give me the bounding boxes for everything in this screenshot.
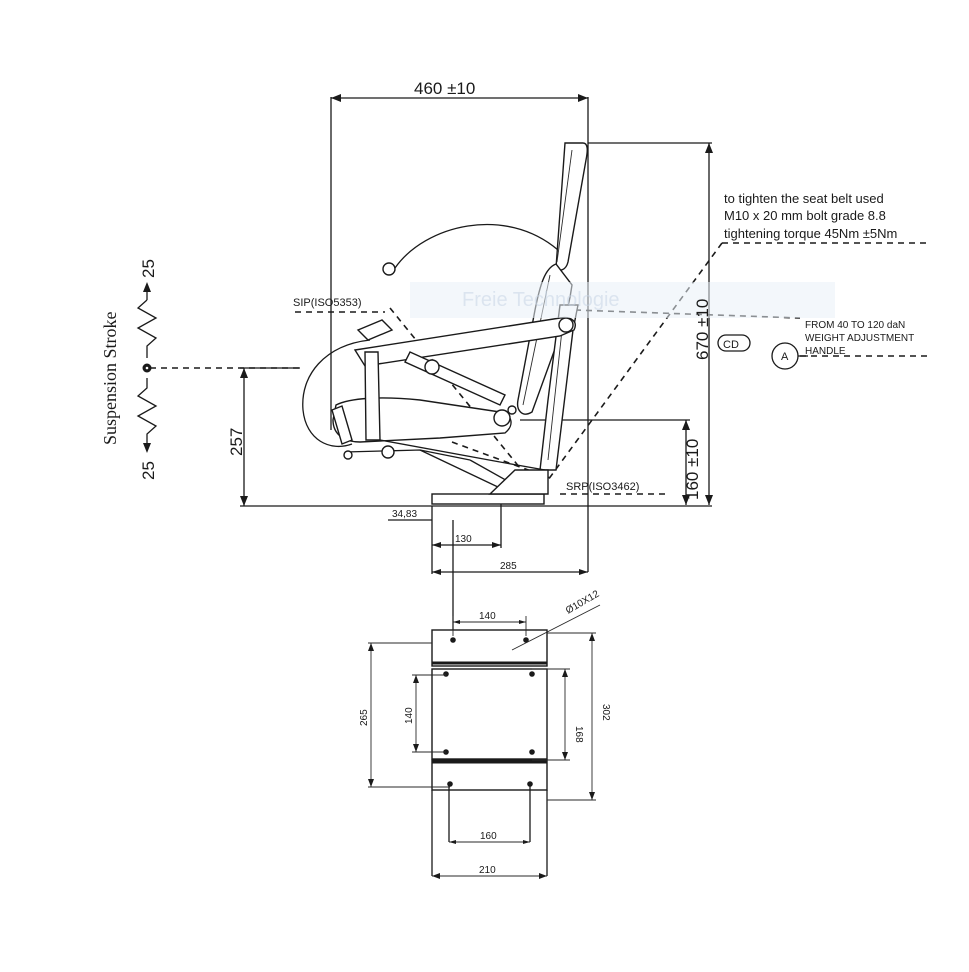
- label-stroke-up: 25: [139, 259, 158, 278]
- dim-overall-height: 670 ±10: [693, 299, 712, 360]
- dim-base-width: 210: [479, 865, 496, 876]
- label-a: A: [781, 351, 789, 363]
- dim-offset-front: 34,83: [392, 509, 417, 520]
- watermark-text: Freie Technologie: [462, 289, 620, 311]
- dim-bolt-spacing-top: 140: [479, 611, 496, 622]
- suspension-stroke-symbol: [136, 282, 158, 453]
- label-srp: SRP(ISO3462): [566, 481, 639, 493]
- cd-symbol: [717, 334, 751, 352]
- weight-note-line2: WEIGHT ADJUSTMENT: [805, 333, 914, 344]
- seat-cushion: [332, 397, 512, 443]
- watermark-band: [410, 282, 835, 318]
- middle-plate: [431, 668, 548, 760]
- weight-note-line1: FROM 40 TO 120 daN: [805, 320, 905, 331]
- seat-side-view: [302, 142, 588, 505]
- dim-inner-spacing: 140: [404, 707, 415, 724]
- dim-bottom-spacing: 160: [480, 831, 497, 842]
- dim-mid-length: 168: [573, 726, 584, 743]
- base-plate: [431, 493, 545, 505]
- belt-note-line1: to tighten the seat belt used: [724, 191, 884, 206]
- label-cd: CD: [723, 339, 739, 351]
- plan-view: [431, 629, 548, 876]
- top-rail-plate: [431, 629, 548, 667]
- side-view-dimension-lines: [240, 94, 713, 640]
- symbols: [717, 334, 808, 370]
- dim-overall-depth: 460 ±10: [414, 79, 475, 98]
- dim-outer-length: 265: [359, 709, 370, 726]
- backrest: [555, 142, 588, 271]
- dim-sip-height: 257: [227, 428, 246, 456]
- weight-note-line3: HANDLE: [805, 346, 846, 357]
- label-stroke-down: 25: [139, 461, 158, 480]
- belt-note-line2: M10 x 20 mm bolt grade 8.8: [724, 208, 886, 223]
- label-suspension-stroke: Suspension Stroke: [100, 311, 120, 445]
- dim-bolt-hole: Ø10X12: [564, 589, 602, 617]
- dim-overall-length: 302: [600, 704, 611, 721]
- dim-rail-length: 285: [500, 561, 517, 572]
- plan-view-dimension-lines: [368, 604, 601, 879]
- seat-belt-arc: [394, 223, 559, 269]
- belt-note-line3: tightening torque 45Nm ±5Nm: [724, 226, 897, 241]
- label-sip: SIP(ISO5353): [293, 297, 361, 309]
- dim-srp-height: 160 ±10: [683, 439, 702, 500]
- dim-srp-offset: 130: [455, 534, 472, 545]
